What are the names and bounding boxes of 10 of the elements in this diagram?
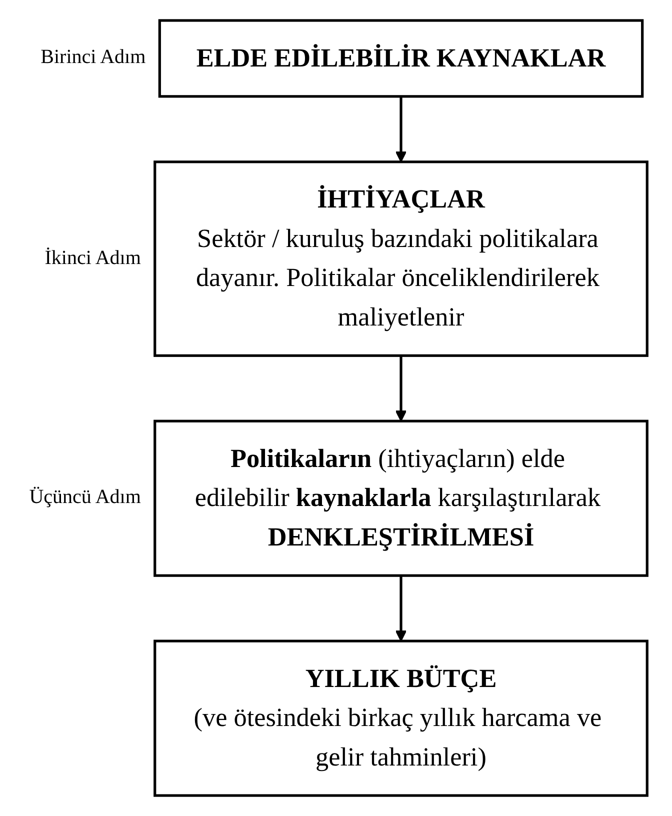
node-box: YILLIK BÜTÇE (ve ötesindeki birkaç yıllık harcama ve gelir tahminleri) bbox=[154, 640, 648, 797]
step-label: İkinci Adım bbox=[44, 246, 141, 270]
node-box: Politikaların (ihtiyaçların) elde edilebilir kaynaklarla karşılaştırılarak DENKLEŞTİRİLMESİ bbox=[154, 420, 648, 577]
arrow bbox=[395, 576, 407, 642]
node-box: İHTİYAÇLAR Sektör / kuruluş bazındaki politikalara dayanır. Politikalar önceliklendirilerek maliyetlenir bbox=[154, 160, 648, 357]
arrow bbox=[395, 96, 407, 162]
node-box: ELDE EDİLEBİLİR KAYNAKLAR bbox=[158, 19, 644, 98]
step-label: Üçüncü Adım bbox=[29, 486, 141, 510]
arrow bbox=[395, 356, 407, 422]
step-label: Birinci Adım bbox=[40, 46, 146, 70]
